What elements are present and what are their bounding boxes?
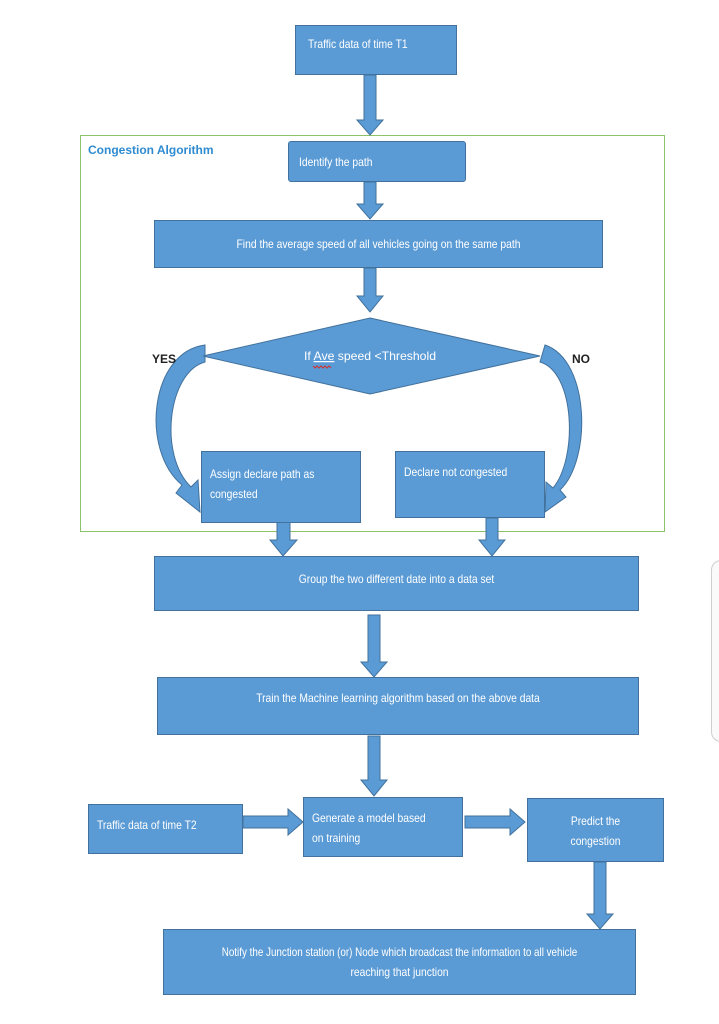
predict-text-line1: Predict the bbox=[570, 814, 621, 828]
decision-ave-word: Ave bbox=[314, 349, 335, 363]
arrow-t2-to-model bbox=[242, 807, 304, 837]
arrow-predict-to-notify bbox=[585, 861, 615, 930]
identify-box: Identify the path bbox=[288, 141, 466, 182]
no-label: NO bbox=[572, 352, 590, 366]
start-text: Traffic data of time T1 bbox=[308, 37, 408, 51]
train-text: Train the Machine learning algorithm bas… bbox=[256, 691, 540, 705]
predict-text-line2: congestion bbox=[570, 834, 621, 849]
average-box: Find the average speed of all vehicles g… bbox=[154, 220, 603, 268]
arrow-start-to-identify bbox=[355, 74, 385, 136]
arrow-average-to-decision bbox=[355, 267, 385, 313]
train-box: Train the Machine learning algorithm bas… bbox=[157, 677, 639, 735]
arrow-no-branch bbox=[539, 344, 583, 513]
group-text: Group the two different date into a data… bbox=[298, 572, 495, 586]
model-box: Generate a model based on training bbox=[303, 797, 463, 857]
average-text: Find the average speed of all vehicles g… bbox=[236, 237, 521, 251]
yes-label: YES bbox=[152, 352, 177, 366]
arrow-not-congested-to-group bbox=[477, 517, 507, 557]
decision-suffix: speed <Threshold bbox=[334, 349, 436, 363]
spellcheck-squiggle bbox=[312, 365, 332, 369]
decision-text: If Ave speed <Threshold bbox=[304, 349, 436, 363]
start-box: Traffic data of time T1 bbox=[295, 25, 457, 75]
arrow-congested-to-group bbox=[268, 521, 299, 557]
notify-text-line1: Notify the Junction station (or) Node wh… bbox=[221, 945, 578, 959]
arrow-train-to-model bbox=[359, 735, 389, 797]
arrow-identify-to-average bbox=[355, 181, 385, 220]
decision-diamond bbox=[202, 317, 541, 395]
notify-text-line2: reaching that junction bbox=[350, 965, 449, 980]
not-congested-text: Declare not congested bbox=[404, 465, 508, 479]
arrow-group-to-train bbox=[359, 614, 389, 678]
arrow-yes-branch bbox=[155, 344, 206, 514]
region-label: Congestion Algorithm bbox=[88, 143, 214, 157]
t2-box: Traffic data of time T2 bbox=[88, 804, 243, 854]
notify-box: Notify the Junction station (or) Node wh… bbox=[163, 929, 636, 995]
model-text-line2: on training bbox=[312, 831, 361, 846]
congested-box: Assign declare path as congested bbox=[201, 451, 361, 523]
group-box: Group the two different date into a data… bbox=[154, 556, 639, 611]
t2-text: Traffic data of time T2 bbox=[97, 818, 197, 832]
arrow-model-to-predict bbox=[464, 807, 526, 837]
not-congested-box: Declare not congested bbox=[395, 451, 545, 518]
congestion-algorithm-region bbox=[80, 135, 665, 532]
decision-prefix: If bbox=[304, 349, 314, 363]
identify-text: Identify the path bbox=[299, 155, 373, 169]
screen-edge-tab bbox=[711, 560, 719, 742]
model-text-line1: Generate a model based bbox=[312, 811, 426, 825]
predict-box: Predict the congestion bbox=[527, 798, 664, 862]
congested-text-line1: Assign declare path as bbox=[210, 467, 315, 481]
congested-text-line2: congested bbox=[210, 487, 258, 502]
